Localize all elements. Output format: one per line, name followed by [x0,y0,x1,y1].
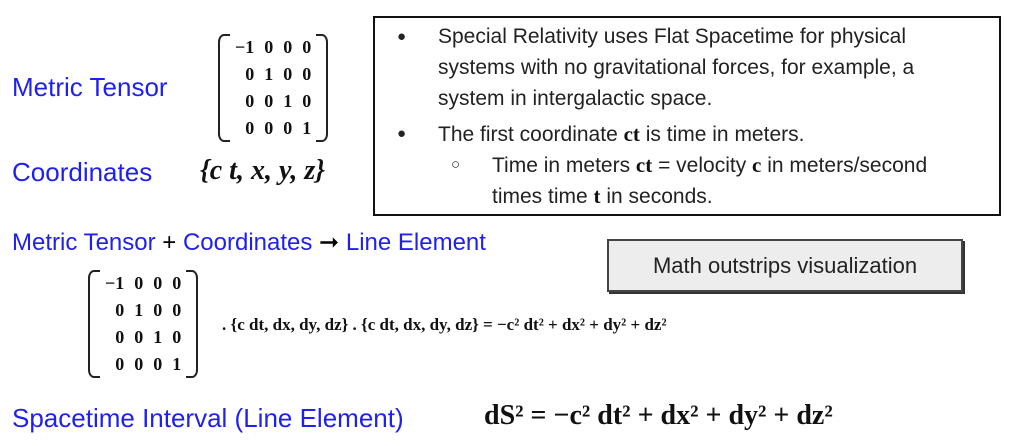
matrix-cell: 0 [172,273,182,293]
matrix-cell: 1 [264,64,274,84]
matrix-cell: 0 [302,91,312,111]
matrix-cell: 0 [264,37,274,57]
text: times time [492,185,594,208]
matrix-cell: 0 [115,327,125,347]
matrix-cell: 1 [172,354,182,374]
matrix-cell: 0 [153,273,163,293]
text: in seconds. [600,185,713,208]
matrix-cell: 0 [115,354,125,374]
matrix-cell: 0 [172,300,182,320]
text: c [752,153,762,177]
matrix-cell: 0 [172,327,182,347]
matrix-cell: 0 [245,118,255,138]
notes-box: ● Special Relativity uses Flat Spacetime… [373,16,1001,216]
coordinates-label: Coordinates [12,157,153,187]
circle-bullet-icon: ○ [451,156,461,173]
matrix-cell: 1 [134,300,144,320]
text: in meters/second [761,154,928,177]
interval-equation: dS² = −c² dt² + dx² + dy² + dz² [484,400,833,431]
matrix-cell: 0 [115,300,125,320]
text: ct [623,122,640,146]
matrix-cell: 0 [302,64,312,84]
matrix-cell: 0 [302,37,312,57]
bullet-icon: ● [397,125,407,142]
coordinates-value: {c t, x, y, z} [200,155,325,186]
interval-label: Spacetime Interval (Line Element) [12,403,404,433]
text: ct [635,153,653,177]
note-line: The first coordinate ct is time in meter… [438,119,804,150]
matrix-cell: −1 [235,37,255,57]
combination-heading: Metric Tensor + Coordinates ➞ Line Eleme… [12,228,486,257]
matrix-cell: 0 [245,64,255,84]
note-line: Time in meters ct = velocity c in meters… [492,150,927,181]
matrix-cell: 0 [283,37,293,57]
note-line: Special Relativity uses Flat Spacetime f… [438,25,907,48]
text: Metric Tensor [12,229,156,256]
text: t [593,184,601,208]
arrow-icon: ➞ [312,229,346,256]
matrix-cell: 0 [245,91,255,111]
text: The first coordinate [438,123,624,146]
matrix-cell: 1 [153,327,163,347]
matrix-cell: 0 [134,327,144,347]
matrix-cell: 0 [134,354,144,374]
note-line: system in intergalactic space. [438,87,713,110]
text: is time in meters. [639,123,805,146]
matrix-cell: 0 [134,273,144,293]
text: Line Element [345,229,486,256]
matrix-cell: −1 [105,273,125,293]
text: Coordinates [182,229,313,256]
text: + [155,229,183,256]
matrix-cell: 0 [153,354,163,374]
callout-box: Math outstrips visualization [607,239,963,292]
note-line: systems with no gravitational forces, fo… [438,56,915,79]
bullet-icon: ● [397,28,407,45]
matrix-cell: 0 [153,300,163,320]
text: = velocity [652,154,753,177]
matrix-cell: 0 [264,91,274,111]
note-line: times time t in seconds. [492,181,713,212]
matrix-cell: 1 [283,91,293,111]
matrix-cell: 0 [283,118,293,138]
text: Time in meters [492,154,636,177]
metric-tensor-label: Metric Tensor [12,72,168,102]
matrix-cell: 1 [302,118,312,138]
product-expression: . {c dt, dx, dy, dz} . {c dt, dx, dy, dz… [222,315,667,334]
matrix-cell: 0 [264,118,274,138]
matrix-cell: 0 [283,64,293,84]
